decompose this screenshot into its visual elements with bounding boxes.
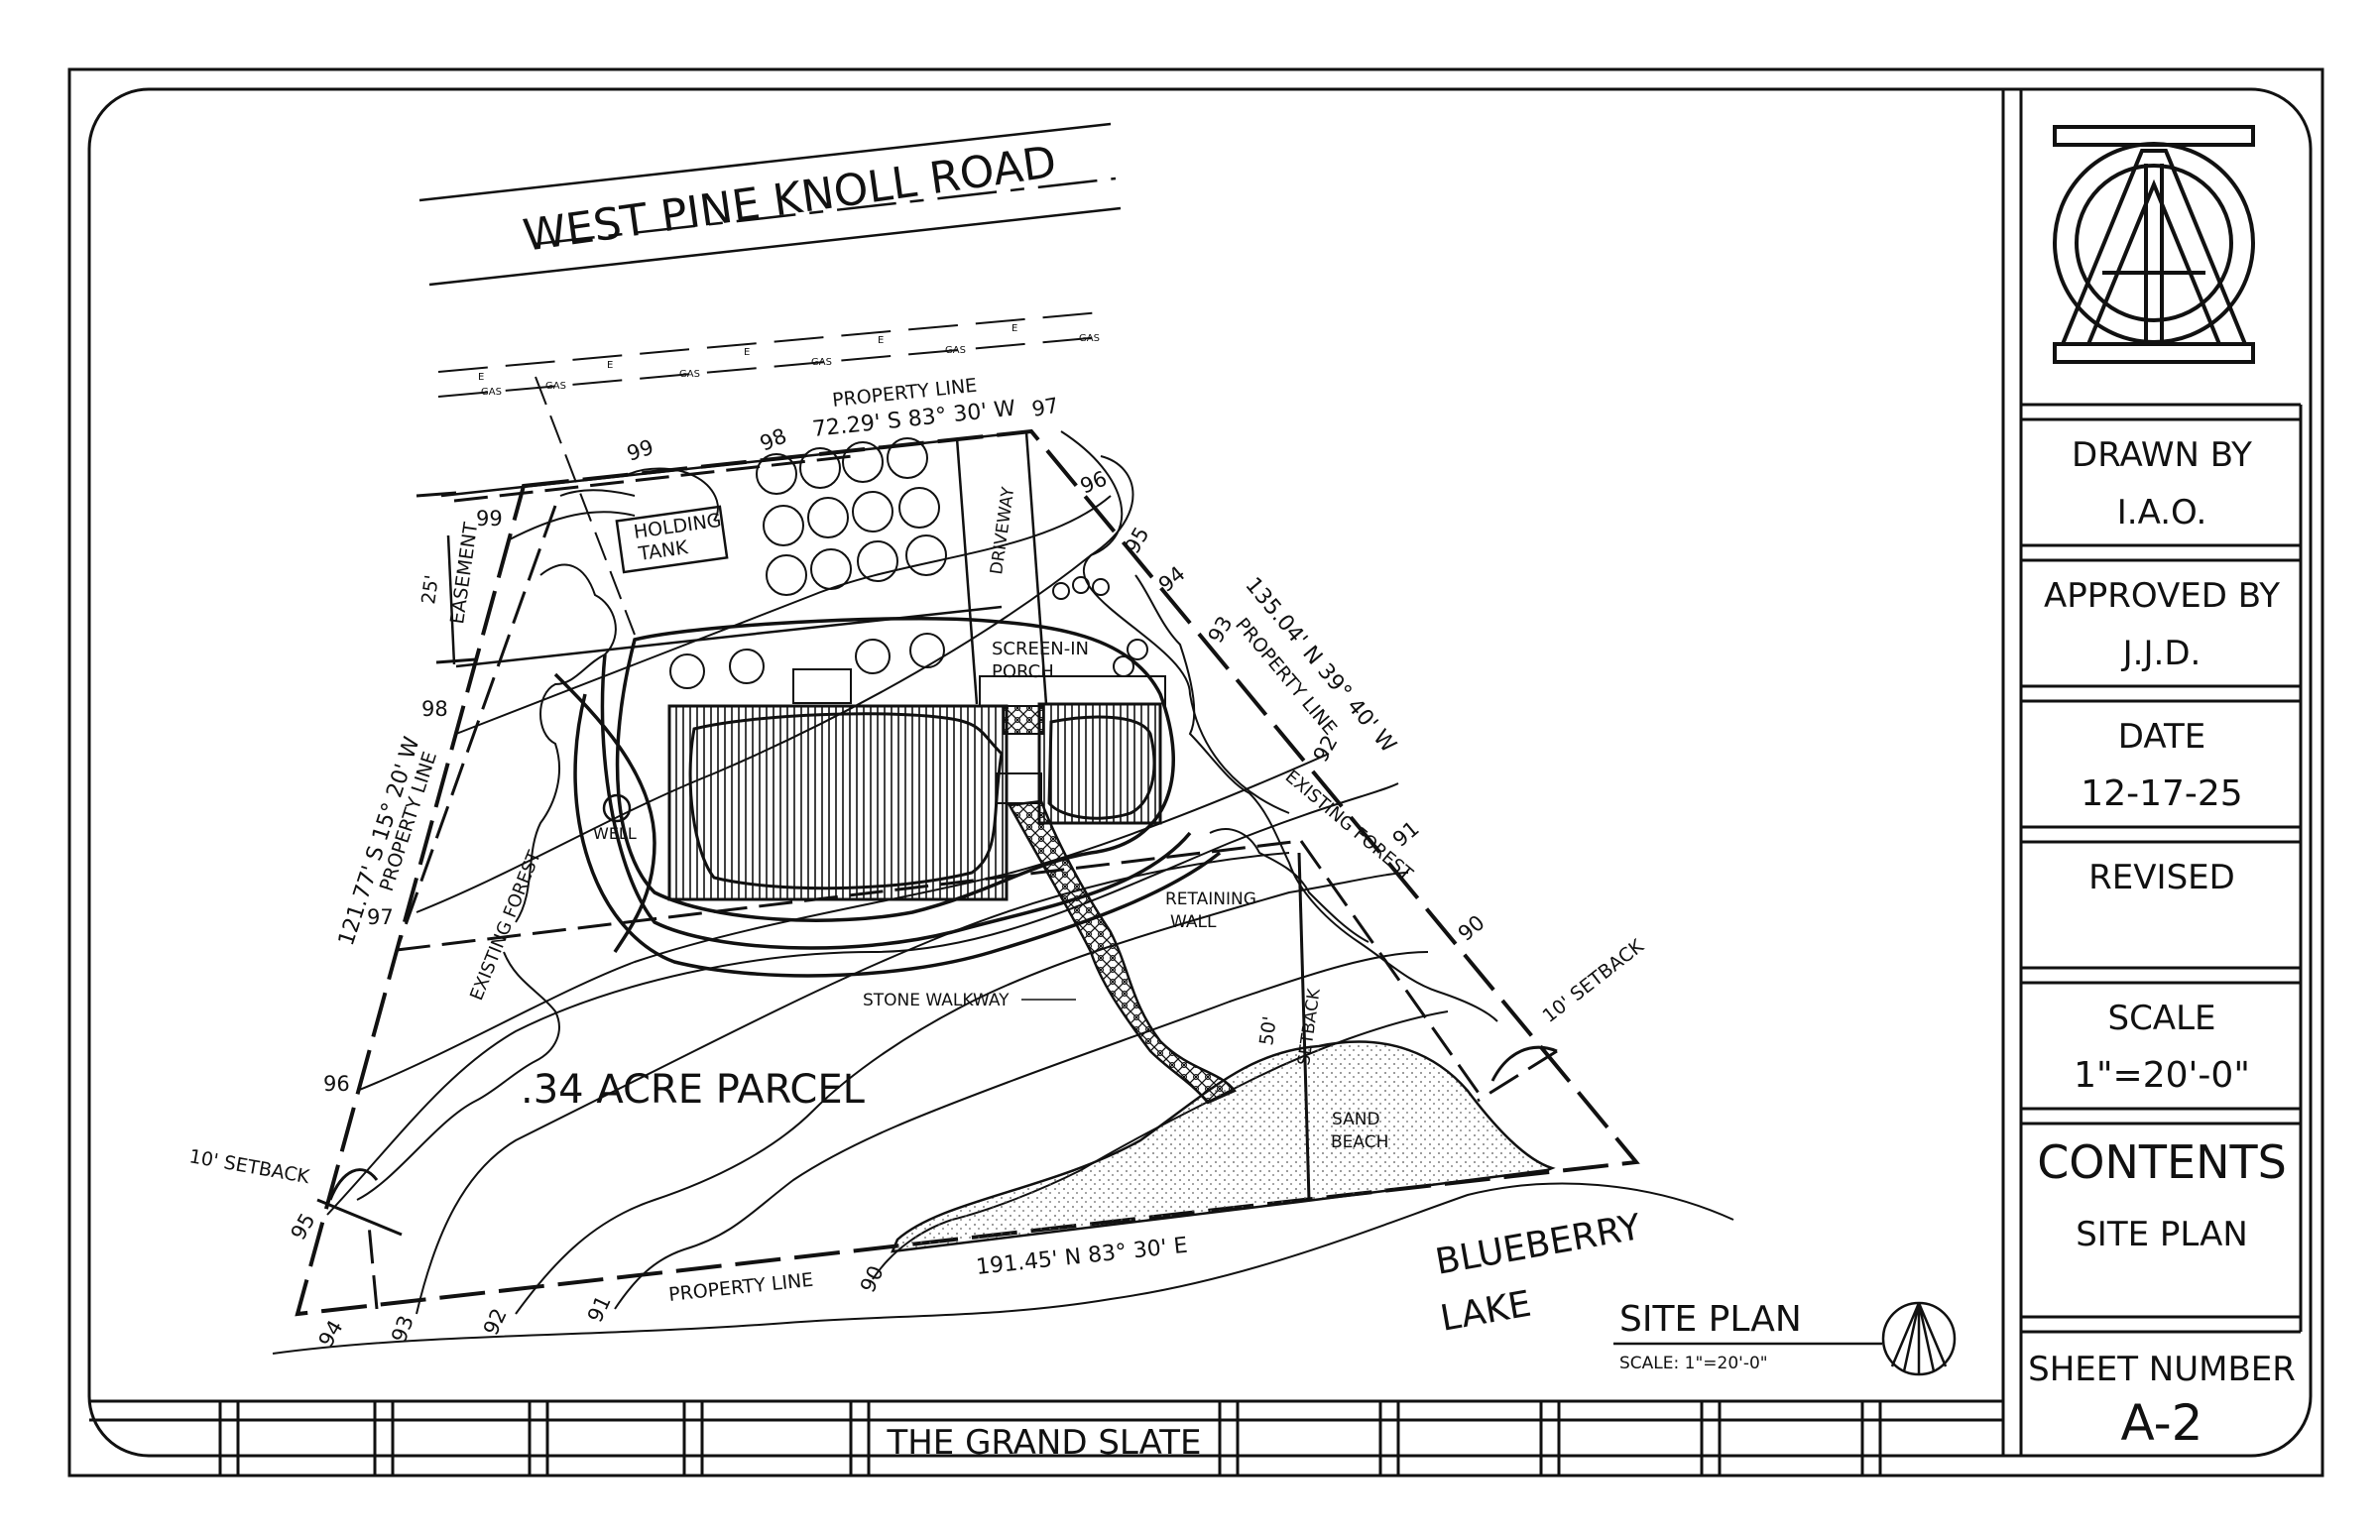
contour-label: 97 bbox=[1030, 394, 1060, 421]
contour-label: 96 bbox=[323, 1072, 350, 1096]
stone-walkway bbox=[1008, 799, 1237, 1105]
date-value: 12-17-25 bbox=[2081, 773, 2242, 814]
trees bbox=[669, 437, 1148, 689]
gas-label: GAS bbox=[481, 387, 502, 398]
sand-beach-label: SAND bbox=[1332, 1110, 1380, 1129]
contour-label: 90 bbox=[856, 1262, 889, 1296]
road-name: WEST PINE KNOLL ROAD bbox=[520, 137, 1059, 262]
house bbox=[667, 668, 1166, 901]
sand-beach-label: BEACH bbox=[1331, 1132, 1388, 1152]
well bbox=[602, 793, 632, 823]
bottom-strip bbox=[89, 1399, 2003, 1476]
contour-label: 95 bbox=[287, 1209, 320, 1244]
setback-10-east: 10' SETBACK bbox=[1539, 935, 1649, 1027]
road bbox=[418, 122, 1122, 287]
south-property-line-label: PROPERTY LINE bbox=[667, 1269, 814, 1306]
e-label: E bbox=[478, 372, 484, 383]
scale-value: 1"=20'-0" bbox=[2074, 1055, 2250, 1096]
gas-label: GAS bbox=[545, 381, 566, 392]
contour-label: 97 bbox=[367, 905, 394, 929]
easement-dim: 25' bbox=[417, 574, 443, 606]
contour-label: 98 bbox=[757, 423, 790, 455]
easement bbox=[440, 429, 1032, 668]
contour-label: 93 bbox=[1204, 612, 1238, 647]
setback-10-west: 10' SETBACK bbox=[187, 1145, 311, 1188]
drawn-by-value: I.A.O. bbox=[2117, 493, 2207, 533]
e-label: E bbox=[878, 335, 884, 346]
lake-label: BLUEBERRY bbox=[1432, 1207, 1644, 1283]
e-label: E bbox=[607, 360, 613, 371]
drawing-title: SITE PLAN bbox=[1619, 1299, 1802, 1340]
contour-label: 94 bbox=[1154, 561, 1190, 597]
sheet-number-label: SHEET NUMBER bbox=[2028, 1350, 2296, 1389]
date-label: DATE bbox=[2118, 717, 2205, 757]
sheet-number-value: A-2 bbox=[2121, 1394, 2203, 1452]
contour-label: 99 bbox=[476, 507, 503, 531]
setback-50-dim: 50' bbox=[1255, 1015, 1281, 1047]
utility-lines bbox=[437, 311, 1102, 636]
forest-edges bbox=[356, 467, 1498, 1201]
retaining-wall-label: RETAINING bbox=[1165, 889, 1256, 909]
existing-forest-west: EXISTING FOREST bbox=[466, 847, 545, 1004]
drawing-scale: SCALE: 1"=20'-0" bbox=[1619, 1354, 1768, 1373]
contour-label: 99 bbox=[624, 435, 656, 466]
lake-shoreline bbox=[272, 1182, 1734, 1355]
gas-label: GAS bbox=[945, 345, 966, 356]
scale-label: SCALE bbox=[2107, 999, 2215, 1038]
contour-label: 92 bbox=[479, 1305, 512, 1339]
contour-label: 90 bbox=[1454, 910, 1489, 946]
e-label: E bbox=[744, 347, 750, 358]
approved-by-label: APPROVED BY bbox=[2044, 576, 2280, 616]
setback-lines bbox=[367, 454, 1558, 1310]
screen-porch-label: PORCH bbox=[992, 661, 1054, 682]
e-label: E bbox=[1012, 323, 1017, 334]
outer-border bbox=[67, 67, 2324, 1478]
gas-label: GAS bbox=[679, 369, 700, 380]
north-arrow-icon bbox=[1881, 1301, 1957, 1376]
contour-label: 95 bbox=[1121, 523, 1154, 557]
contour-label: 98 bbox=[421, 697, 448, 721]
stone-walkway-label: STONE WALKWAY bbox=[863, 991, 1010, 1010]
contents-value: SITE PLAN bbox=[2076, 1215, 2248, 1254]
driveway-label: DRIVEWAY bbox=[987, 485, 1018, 575]
contour-label: 91 bbox=[1388, 816, 1424, 852]
well-label: WELL bbox=[593, 824, 637, 843]
drawn-by-label: DRAWN BY bbox=[2072, 435, 2252, 475]
contents-label: CONTENTS bbox=[2037, 1135, 2287, 1189]
utility-labels: GAS E GAS E GAS E GAS E GAS E GAS bbox=[478, 323, 1100, 398]
revised-label: REVISED bbox=[2088, 858, 2235, 897]
south-property-bearing: 191.45' N 83° 30' E bbox=[975, 1234, 1189, 1280]
sand-beach bbox=[891, 1040, 1556, 1253]
inner-border bbox=[87, 87, 2313, 1458]
holding-tank bbox=[615, 505, 729, 574]
easement-label: EASEMENT bbox=[446, 521, 482, 626]
retaining-wall-label: WALL bbox=[1170, 912, 1217, 932]
driveway bbox=[955, 431, 1048, 705]
screen-porch-label: SCREEN-IN bbox=[992, 639, 1089, 659]
firm-logo bbox=[2053, 125, 2255, 364]
title-block: DRAWN BY I.A.O. APPROVED BY J.J.D. DATE … bbox=[886, 435, 2295, 1463]
dimension-marks bbox=[316, 491, 1558, 1237]
gas-label: GAS bbox=[811, 357, 832, 368]
parcel-label: .34 ACRE PARCEL bbox=[521, 1067, 866, 1113]
gas-label: GAS bbox=[1079, 333, 1100, 344]
approved-by-value: J.J.D. bbox=[2121, 634, 2202, 673]
contour-label: 91 bbox=[583, 1292, 616, 1326]
title-block-frame bbox=[2001, 89, 2303, 1456]
lake-label: LAKE bbox=[1437, 1284, 1534, 1340]
project-name: THE GRAND SLATE bbox=[886, 1423, 1201, 1463]
